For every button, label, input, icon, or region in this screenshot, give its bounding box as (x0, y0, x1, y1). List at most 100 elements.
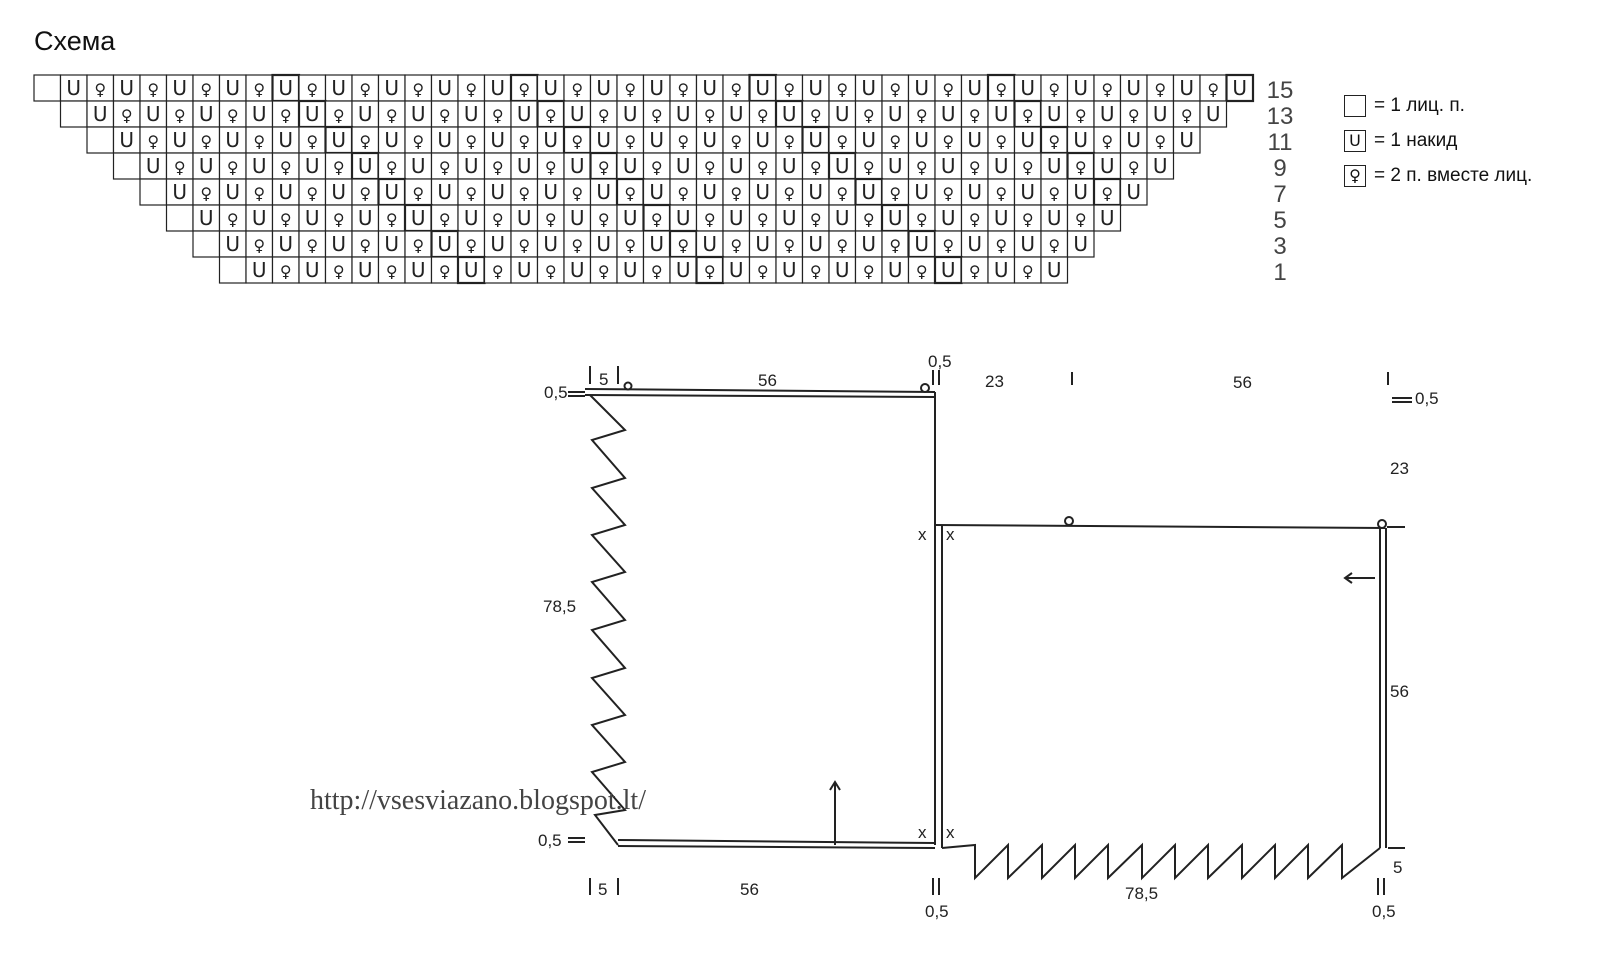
yarn-over-icon: U (252, 258, 267, 282)
yarn-over-icon: U (358, 102, 373, 126)
knit-two-together-icon: ♀ (863, 210, 875, 229)
chart-cell (854, 256, 883, 284)
yarn-over-icon: U (1020, 180, 1035, 204)
yarn-over-icon: U (729, 258, 744, 282)
yarn-over-icon: U (702, 232, 717, 256)
yarn-over-icon: U (623, 206, 638, 230)
chart-cell (245, 178, 274, 206)
knit-two-together-icon: ♀ (969, 158, 981, 177)
yarn-over-icon: U (305, 258, 320, 282)
chart-cell (589, 230, 618, 258)
chart-cell (801, 152, 830, 180)
yarn-over-icon: U (623, 258, 638, 282)
chart-cell (933, 255, 963, 285)
chart-cell (775, 74, 804, 102)
chart-cell (775, 204, 804, 232)
legend-item-yarn-over: U = 1 накид (1344, 123, 1532, 158)
knit-two-together-icon: ♀ (704, 158, 716, 177)
yarn-over-icon: U (888, 206, 903, 230)
left-zigzag-edge (589, 394, 627, 846)
chart-cell (324, 230, 353, 258)
left-piece-bottom-edge (617, 839, 936, 844)
knit-two-together-icon: ♀ (730, 132, 742, 151)
yarn-over-icon: U (570, 102, 585, 126)
yarn-over-icon: U (1179, 76, 1194, 100)
measurement-labels: 0,5 5 56 0,5 23 56 0,5 23 78,5 56 0,5 5 … (538, 352, 1439, 921)
yarn-over-icon: U (623, 154, 638, 178)
knit-two-together-icon: ♀ (863, 106, 875, 125)
chart-cell (1093, 74, 1122, 102)
yarn-over-icon: U (782, 206, 797, 230)
chart-cell (483, 152, 512, 180)
yarn-over-icon: U (464, 154, 479, 178)
chart-cell (828, 100, 857, 128)
chart-cell (1146, 74, 1175, 102)
chart-cell (722, 74, 751, 102)
yarn-over-icon: U (1344, 129, 1366, 152)
knit-two-together-icon: ♀ (942, 132, 954, 151)
knit-two-together-icon: ♀ (359, 236, 371, 255)
knit-two-together-icon: ♀ (333, 106, 345, 125)
chart-cell (218, 178, 247, 206)
chart-cell (642, 74, 671, 102)
knit-two-together-icon: ♀ (1022, 262, 1034, 281)
chart-cell (165, 126, 194, 154)
chart-cell (192, 230, 221, 258)
chart-cell (1040, 204, 1069, 232)
knit-two-together-icon: ♀ (624, 80, 636, 99)
knit-two-together-icon: ♀ (412, 236, 424, 255)
knit-two-together-icon: ♀ (704, 106, 716, 125)
chart-cell (536, 178, 565, 206)
knit-two-together-icon: ♀ (598, 262, 610, 281)
knit-two-together-icon: ♀ (227, 210, 239, 229)
chart-cell (616, 126, 645, 154)
chart-cell (86, 126, 115, 154)
chart-cell (112, 152, 141, 180)
chart-cell (748, 152, 777, 180)
chart-cell (457, 230, 486, 258)
knit-two-together-icon: ♀ (147, 80, 159, 99)
yarn-over-icon: U (1020, 232, 1035, 256)
yarn-over-icon: U (437, 128, 452, 152)
yarn-over-icon: U (914, 128, 929, 152)
knit-two-together-icon: ♀ (492, 106, 504, 125)
yarn-over-icon: U (596, 76, 611, 100)
chart-cell (139, 178, 168, 206)
knit-two-together-icon: ♀ (810, 262, 822, 281)
chart-cell (510, 152, 539, 180)
knit-two-together-icon: ♀ (624, 184, 636, 203)
chart-cell (934, 126, 963, 154)
chart-cell (801, 256, 830, 284)
yarn-over-icon: U (172, 128, 187, 152)
chart-cell (801, 178, 830, 206)
chart-cell (1172, 74, 1201, 102)
arrow-up-head (829, 780, 841, 791)
yarn-over-icon: U (411, 154, 426, 178)
yarn-over-icon: U (93, 102, 108, 126)
knit-two-together-icon: ♀ (386, 210, 398, 229)
yarn-over-icon: U (941, 258, 956, 282)
knit-two-together-icon: ♀ (174, 106, 186, 125)
yarn-over-icon: U (570, 258, 585, 282)
yarn-over-icon: U (941, 102, 956, 126)
knit-two-together-icon: ♀ (439, 262, 451, 281)
yarn-over-icon: U (967, 232, 982, 256)
chart-cell (245, 126, 274, 154)
yarn-over-icon: U (570, 206, 585, 230)
knit-two-together-icon: ♀ (1075, 106, 1087, 125)
row-label: 5 (1273, 207, 1286, 234)
yarn-over-icon: U (1047, 154, 1062, 178)
knit-two-together-icon: ♀ (545, 210, 557, 229)
chart-cell (510, 204, 539, 232)
yarn-over-icon: U (596, 180, 611, 204)
yarn-over-icon: U (543, 76, 558, 100)
watermark-url: http://vsesviazano.blogspot.lt/ (310, 785, 646, 816)
knit-two-together-icon: ♀ (174, 158, 186, 177)
yarn-over-icon: U (1073, 76, 1088, 100)
left-piece-top-edge (584, 388, 936, 393)
chart-cell (881, 178, 910, 206)
knit-two-together-icon: ♀ (1128, 106, 1140, 125)
chart-cell (1066, 100, 1095, 128)
knit-two-together-icon: ♀ (704, 262, 716, 281)
yarn-over-icon: U (146, 154, 161, 178)
